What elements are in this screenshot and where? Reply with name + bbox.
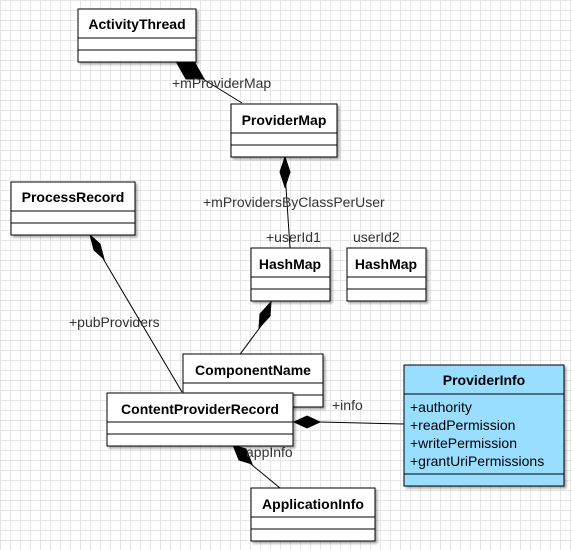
class-name: ProcessRecord <box>22 189 125 205</box>
edge-contentproviderrecord-applicationinfo <box>232 444 281 489</box>
label-m-providers-by-class-per-user: +mProvidersByClassPerUser <box>203 194 385 210</box>
composition-diamond-contentproviderrecord-info <box>292 415 322 429</box>
class-name: HashMap <box>355 256 417 272</box>
class-activity-thread[interactable]: ActivityThread <box>77 8 197 63</box>
class-name: ComponentName <box>195 362 311 378</box>
class-name: ContentProviderRecord <box>121 401 279 417</box>
composition-diamond-processrecord <box>89 233 105 261</box>
class-name: ActivityThread <box>88 16 185 32</box>
attribute-authority: +authority <box>410 399 472 415</box>
class-content-provider-record[interactable]: ContentProviderRecord <box>106 392 294 447</box>
composition-diamond-contentproviderrecord-appinfo <box>232 444 253 465</box>
class-hashmap-1[interactable]: HashMap <box>250 247 331 302</box>
edge-providermap-hashmap <box>279 155 291 249</box>
class-application-info[interactable]: ApplicationInfo <box>250 487 376 542</box>
composition-diamond-hashmap <box>258 300 272 330</box>
edge-providerinfo-contentproviderrecord <box>292 415 405 429</box>
class-hashmap-2[interactable]: HashMap <box>346 247 427 302</box>
label-user-id1: +userId1 <box>266 229 321 245</box>
class-provider-map[interactable]: ProviderMap <box>230 103 338 158</box>
label-m-provider-map: +mProviderMap <box>172 75 271 91</box>
class-name: HashMap <box>259 256 321 272</box>
edge-processrecord-contentproviderrecord <box>89 233 183 393</box>
label-info: +info <box>332 397 363 413</box>
label-user-id2: userId2 <box>353 229 400 245</box>
class-name: ApplicationInfo <box>262 496 364 512</box>
label-pub-providers: +pubProviders <box>69 314 160 330</box>
class-name: ProviderMap <box>242 112 327 128</box>
attribute-grant-uri-permissions: +grantUriPermissions <box>410 453 544 469</box>
composition-diamond-activitythread <box>176 62 205 80</box>
attribute-read-permission: +readPermission <box>410 417 515 433</box>
composition-diamond-providermap <box>279 155 291 189</box>
label-app-info: appInfo <box>246 444 293 460</box>
class-provider-info[interactable]: ProviderInfo +authority +readPermission … <box>403 364 565 487</box>
edge-activitythread-providermap <box>176 62 243 104</box>
class-process-record[interactable]: ProcessRecord <box>10 181 136 236</box>
class-name: ProviderInfo <box>443 372 525 388</box>
attribute-write-permission: +writePermission <box>410 435 517 451</box>
